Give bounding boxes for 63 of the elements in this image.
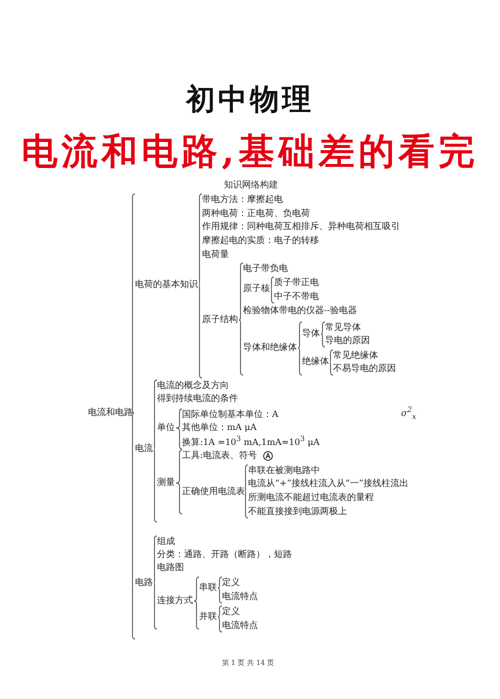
topic-label: 导体和绝缘体	[243, 342, 297, 354]
item-label: 国际单位制基本单位：A	[182, 409, 278, 421]
item-label: 电流特点	[222, 591, 258, 603]
item-label: 导电的原因	[325, 335, 370, 347]
item-label: 工具:电流表、符号	[182, 451, 257, 461]
curly-brace	[198, 194, 202, 378]
curly-brace	[238, 262, 244, 376]
curly-brace	[330, 350, 334, 376]
curly-brace	[154, 536, 158, 630]
curly-brace	[176, 450, 182, 514]
item-label: 电流的概念及方向	[157, 380, 229, 392]
item-label: 常见导体	[325, 322, 361, 334]
curly-brace	[194, 576, 200, 630]
item-label: 中子不带电	[274, 291, 319, 303]
curly-brace	[245, 464, 248, 518]
curly-brace	[298, 322, 302, 376]
topic-label: 电路	[135, 577, 153, 589]
item-label: 电流特点	[222, 620, 258, 632]
topic-label: 并联	[199, 611, 217, 623]
topic-label: 原子核	[243, 283, 270, 295]
item-label: 串联在被测电路中	[248, 465, 320, 477]
topic-label: 电流和电路	[88, 407, 133, 419]
item-label: 定义	[222, 577, 240, 589]
item-label: 摩擦起电的实质：电子的转移	[202, 235, 319, 247]
subtitle: 电流和电路,基础差的看完	[22, 130, 478, 174]
item-label: 组成	[157, 536, 175, 548]
item-label: 作用规律：同种电荷互相排斥、异种电荷相互吸引	[202, 221, 400, 233]
curly-brace	[132, 194, 136, 640]
item-label: 检验物体带电的仪器--验电器	[243, 305, 357, 317]
curly-brace	[218, 606, 222, 632]
item-label: 电子带负电	[243, 263, 288, 275]
topic-label: 绝缘体	[302, 356, 329, 368]
topic-label: 单位	[157, 422, 175, 434]
topic-label: 串联	[199, 582, 217, 594]
curly-brace	[176, 408, 182, 450]
topic-label: 导体	[302, 328, 320, 340]
curly-brace	[320, 322, 326, 348]
curly-brace	[154, 380, 158, 522]
item-label: 电流从“+”接线柱流入从“一”接线柱流出	[248, 478, 408, 490]
topic-label: 测量	[157, 477, 175, 489]
item-label: 不易导电的原因	[333, 363, 396, 375]
item-label: 得到持续电流的条件	[157, 393, 238, 405]
topic-label: 原子结构	[202, 314, 238, 326]
topic-label: 连接方式	[157, 595, 193, 607]
item-label: 所测电流不能超过电流表的量程	[248, 492, 374, 504]
item-label: 其他单位：mA μA	[182, 422, 257, 434]
curly-brace	[270, 276, 274, 304]
item-label: 质子带正电	[274, 277, 319, 289]
item-label: 两种电荷：正电荷、负电荷	[202, 208, 310, 220]
topic-label: 电荷的基本知识	[135, 279, 198, 291]
topic-label: 正确使用电流表	[182, 486, 245, 498]
item-label: 电荷量	[202, 249, 229, 261]
page-title: 初中物理	[186, 81, 314, 118]
item-label: 常见绝缘体	[333, 350, 378, 362]
item-label: 带电方法：摩擦起电	[202, 194, 283, 206]
topic-label: 电流	[135, 443, 153, 455]
item-label: 换算:1A =10$^{3}$ mA,1mA=10$^{3}$ μA	[182, 433, 320, 449]
curly-brace	[218, 576, 222, 604]
item-label: 定义	[222, 606, 240, 618]
item-label: 电路图	[157, 562, 184, 574]
item-label: 分类：通路、开路（断路），短路	[157, 549, 292, 561]
section-heading: 知识网络构建	[224, 179, 278, 192]
item-label: 不能直接接到电源两极上	[248, 506, 347, 518]
